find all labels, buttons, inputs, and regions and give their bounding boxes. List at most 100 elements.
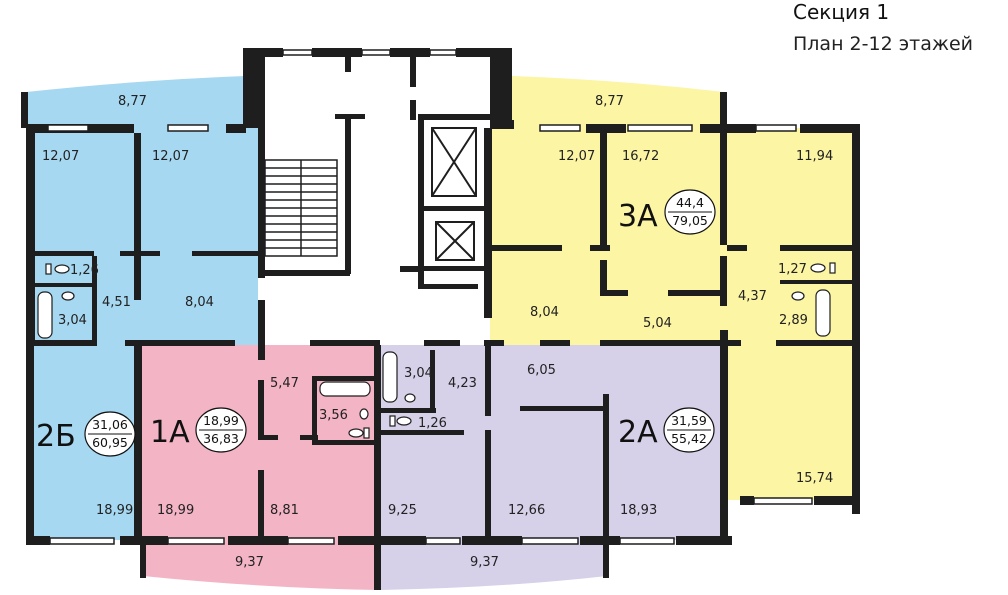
apartment-2b-area <box>26 128 258 540</box>
wall <box>720 92 727 128</box>
wall <box>134 345 142 545</box>
window <box>429 49 457 56</box>
toilet-tank <box>389 415 396 427</box>
room-area-label: 8,81 <box>270 503 299 518</box>
wall <box>600 260 607 296</box>
wall <box>676 536 732 545</box>
sink <box>791 291 805 301</box>
window <box>619 537 675 545</box>
toilet <box>54 264 70 274</box>
wall <box>345 57 351 72</box>
apartment-code: 2Б <box>36 419 76 454</box>
wall <box>21 92 28 128</box>
toilet <box>348 428 364 438</box>
wall <box>258 270 350 276</box>
living-area: 44,4 <box>676 195 704 210</box>
section-title: Секция 1 <box>793 0 890 24</box>
room-area-label: 9,37 <box>235 555 264 570</box>
window <box>539 124 581 132</box>
toilet <box>396 416 412 426</box>
room-area-label: 8,77 <box>595 94 624 109</box>
room-area-label: 3,04 <box>404 366 433 381</box>
apartment-1a-area <box>140 345 378 540</box>
wall <box>310 340 380 346</box>
wall <box>540 340 570 346</box>
room-area-label: 3,04 <box>58 313 87 328</box>
room-area-label: 1,26 <box>418 416 447 431</box>
room-labels: 8,77 12,07 12,07 1,26 4,51 8,04 3,04 18,… <box>42 94 833 570</box>
wall <box>400 266 420 272</box>
wall <box>374 345 381 545</box>
living-area: 31,59 <box>671 413 707 428</box>
apartment-3a-tag: 3А 44,4 79,05 <box>618 189 716 235</box>
room-area-label: 11,94 <box>796 149 833 164</box>
sink <box>61 291 75 301</box>
wall <box>814 496 860 505</box>
wall <box>34 251 94 256</box>
wall <box>800 124 859 133</box>
room-area-label: 12,66 <box>508 503 545 518</box>
window <box>627 124 693 132</box>
wall <box>485 430 491 540</box>
toilet-tank <box>363 427 370 439</box>
window <box>521 537 579 545</box>
wall <box>228 536 288 545</box>
wall <box>418 114 424 286</box>
wall <box>520 406 604 411</box>
room-area-label: 9,37 <box>470 555 499 570</box>
wall <box>720 133 727 245</box>
wall <box>258 380 264 440</box>
wall <box>120 251 160 256</box>
wall <box>134 133 141 300</box>
wall <box>580 536 620 545</box>
window <box>361 49 391 56</box>
elevator-cross <box>431 127 477 197</box>
total-area: 60,95 <box>92 435 128 450</box>
room-area-label: 5,47 <box>270 376 299 391</box>
plumbing <box>37 262 836 439</box>
window <box>47 124 89 132</box>
total-area: 79,05 <box>672 213 708 228</box>
wall <box>586 124 626 133</box>
wall <box>727 245 747 251</box>
apartment-3a-loggia <box>512 76 724 128</box>
wall <box>668 290 724 296</box>
room-area-label: 3,56 <box>319 408 348 423</box>
wall <box>456 48 512 57</box>
wall <box>140 540 146 578</box>
apartment-code: 1А <box>150 415 190 450</box>
wall <box>776 340 854 346</box>
bathtub <box>319 381 371 397</box>
room-area-label: 12,07 <box>558 149 595 164</box>
wall <box>418 266 490 271</box>
wall <box>312 376 376 381</box>
living-area: 31,06 <box>92 417 128 432</box>
wall <box>434 430 464 435</box>
room-area-label: 8,04 <box>530 305 559 320</box>
room-area-label: 4,23 <box>448 376 477 391</box>
sink <box>359 408 369 420</box>
wall <box>380 408 436 413</box>
wall <box>727 340 741 346</box>
wall <box>600 290 628 296</box>
wall <box>720 330 728 540</box>
wall <box>410 57 416 87</box>
apartment-1a-loggia <box>143 540 378 590</box>
wall <box>125 340 235 346</box>
wall <box>852 124 860 514</box>
elevator-shaft <box>435 221 475 261</box>
wall <box>390 48 430 57</box>
living-area: 18,99 <box>203 413 239 428</box>
room-area-label: 12,07 <box>42 149 79 164</box>
wall <box>418 206 490 211</box>
staircase <box>264 159 338 257</box>
wall <box>258 470 264 540</box>
wall <box>258 435 278 440</box>
wall <box>492 245 562 251</box>
wall <box>258 300 265 360</box>
wall <box>780 280 854 284</box>
apartment-2a-loggia <box>378 540 607 590</box>
total-area: 36,83 <box>203 431 239 446</box>
wall <box>26 128 35 346</box>
